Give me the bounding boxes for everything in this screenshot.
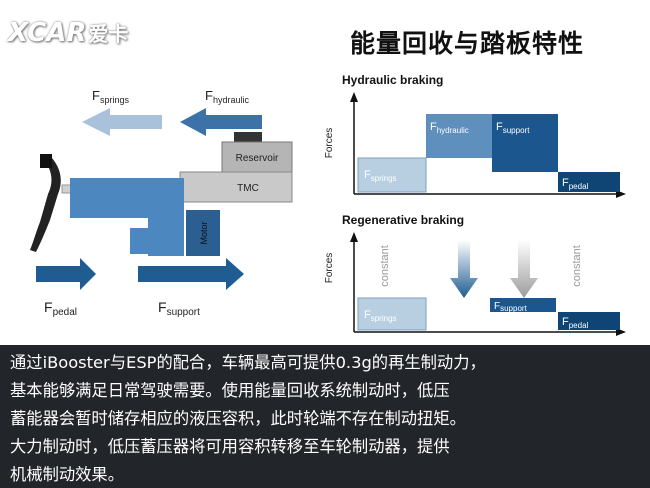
logo-cn: 爱卡 <box>88 22 129 46</box>
caption-line-3: 蓄能器会暂时储存相应的液压容积，此时轮端不存在制动扭矩。 <box>10 409 466 428</box>
caption-line-2: 基本能够满足日常驾驶需要。使用能量回收系统制动时，低压 <box>10 381 450 400</box>
hydraulic-block-pedal-label: Fpedal <box>562 177 589 191</box>
regen-block-springs <box>357 297 427 331</box>
regen-block-support <box>490 298 556 312</box>
brake-mechanism-illustration: Fsprings Fhydraulic Reservoir TMC Motor … <box>30 88 293 318</box>
regen-constant-right: constant <box>571 245 583 287</box>
hydraulic-block-support-label: Fsupport <box>496 121 530 135</box>
tmc-cylinder <box>179 171 293 203</box>
regen-y-arrowhead <box>350 232 358 242</box>
regen-constant-left: constant <box>379 245 391 287</box>
f-pedal-label: Fpedal <box>44 299 77 318</box>
motor-block <box>186 210 220 256</box>
pedal-force-arrow <box>36 258 96 290</box>
regen-down-arrow-grey <box>510 240 538 298</box>
hydraulic-ylabel: Forces <box>324 128 335 159</box>
f-springs-label: Fsprings <box>92 88 129 105</box>
reservoir-label: Reservoir <box>236 153 279 164</box>
regen-block-springs-label: Fsprings <box>364 309 397 323</box>
springs-arrow <box>82 108 162 136</box>
page-title: 能量回收与踏板特性 <box>350 29 585 58</box>
regen-block-support-label: Fsupport <box>494 301 528 313</box>
reservoir-cap <box>234 132 262 142</box>
hydraulic-block-hydraulic-label: Fhydraulic <box>430 121 469 135</box>
f-hydraulic-label: Fhydraulic <box>205 88 249 105</box>
hydraulic-block-hydraulic <box>426 114 492 158</box>
hydraulic-block-springs <box>357 157 427 193</box>
hydraulic-block-pedal <box>558 172 620 192</box>
hydraulic-block-springs-label: Fsprings <box>364 169 397 183</box>
caption-box: 通过iBooster与ESP的配合，车辆最高可提供0.3g的再生制动力， 基本能… <box>0 345 650 488</box>
caption-line-1: 通过iBooster与ESP的配合，车辆最高可提供0.3g的再生制动力， <box>10 353 486 372</box>
tmc-label: TMC <box>237 183 259 194</box>
booster-gear <box>130 228 150 254</box>
f-support-label: Fsupport <box>158 299 200 318</box>
logo-brand: XCAR <box>8 18 87 48</box>
hydraulic-braking-chart: Hydraulic braking Forces Fsprings Fhydra… <box>324 73 626 198</box>
pedal-pad <box>40 154 52 168</box>
regen-block-pedal-label: Fpedal <box>562 316 589 330</box>
hydraulic-arrow <box>180 108 262 136</box>
booster-lower <box>148 178 184 256</box>
regen-block-pedal <box>558 312 620 330</box>
regen-ylabel: Forces <box>324 253 335 284</box>
motor-label: Motor <box>199 221 209 244</box>
regen-chart-title: Regenerative braking <box>342 213 464 227</box>
reservoir-box <box>221 141 293 173</box>
hydraulic-chart-title: Hydraulic braking <box>342 73 443 87</box>
hydraulic-block-support <box>492 114 558 172</box>
regen-down-arrow-blue <box>450 240 478 298</box>
brake-pedal <box>30 156 61 252</box>
support-force-arrow <box>138 258 244 290</box>
caption-line-4: 大力制动时，低压蓄压器将可用容积转移至车轮制动器，提供 <box>10 437 450 456</box>
caption-line-5: 机械制动效果。 <box>10 465 124 484</box>
regenerative-braking-chart: Regenerative braking Forces constant con… <box>324 213 626 336</box>
hydraulic-y-arrowhead <box>350 92 358 102</box>
